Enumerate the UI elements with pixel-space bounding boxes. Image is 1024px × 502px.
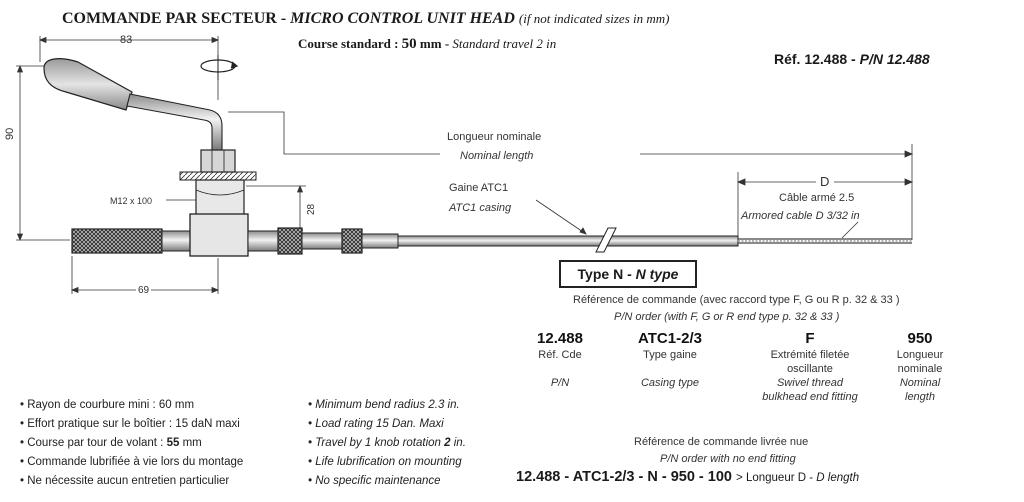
nominal-length-fr: Longueur nominale (447, 131, 542, 143)
order-column-casing: ATC1-2/3 Type gaine Casing type (620, 330, 720, 390)
spec-line: • Minimum bend radius 2.3 in. (308, 399, 460, 411)
rotation-arrow-icon (200, 55, 239, 80)
spec-line: • Course par tour de volant : 55 mm (20, 434, 243, 453)
course-english: Standard travel 2 in (452, 36, 557, 51)
column-fr: nominale (897, 363, 943, 375)
order-column-ref: 12.488 Réf. Cde P/N (520, 330, 600, 390)
casing-fr: Gaine ATC1 (449, 182, 509, 194)
ref-french: Réf. 12.488 - (774, 51, 856, 67)
column-code: F (805, 330, 815, 347)
spec-unit: in. (450, 437, 466, 449)
spec-unit: mm (179, 437, 202, 449)
title-english: MICRO CONTROL UNIT HEAD (290, 10, 515, 27)
dimension-90 (16, 64, 70, 242)
column-en: bulkhead end fitting (762, 391, 858, 403)
standard-travel: Course standard : 50 mm - Standard trave… (298, 36, 556, 53)
course-value: 50 (401, 36, 417, 52)
column-en: Casing type (640, 377, 700, 389)
cable-en: Armored cable D 3/32 in (741, 210, 860, 222)
dimension-d-label: D (820, 174, 830, 189)
nominal-length-en: Nominal length (460, 150, 534, 162)
spec-line: • Life lubrification on mounting (308, 456, 462, 468)
bare-note-en: D length (816, 472, 860, 484)
thread-size-label: M12 x 100 (110, 196, 153, 206)
page-title: COMMANDE PAR SECTEUR - MICRO CONTROL UNI… (62, 10, 669, 28)
column-en: length (905, 391, 935, 403)
spec-line: • No specific maintenance (308, 475, 441, 487)
column-code: ATC1-2/3 (638, 330, 702, 347)
bare-code: 12.488 - ATC1-2/3 - N - 950 - 100 (516, 469, 732, 485)
unit-body (71, 213, 399, 257)
spec-line: • Travel by 1 knob rotation 2 in. (308, 434, 466, 453)
column-en: Swivel thread (776, 377, 844, 389)
spec-line: • Effort pratique sur le boîtier : 15 da… (20, 418, 240, 430)
ref-english: P/N 12.488 (859, 51, 930, 67)
bare-order-en: P/N order with no end fitting (660, 453, 796, 465)
column-fr: oscillante (787, 363, 833, 375)
reference-number: Réf. 12.488 - P/N 12.488 (774, 51, 930, 67)
spec-line: • Rayon de courbure mini : 60 mm (20, 399, 195, 411)
title-note: (if not indicated sizes in mm) (518, 11, 670, 26)
nominal-length-leader (228, 111, 914, 240)
order-line-fr: Référence de commande (avec raccord type… (573, 294, 900, 306)
bare-note: > Longueur D - D length (736, 472, 859, 484)
column-fr: Type gaine (643, 349, 697, 361)
type-fr: Type N - (577, 266, 632, 282)
course-label: Course standard : (298, 36, 399, 51)
column-en: P/N (550, 377, 570, 389)
cable-leader (841, 221, 859, 239)
column-fr: Longueur (896, 349, 944, 361)
bare-order-code: 12.488 - ATC1-2/3 - N - 950 - 100 > Long… (516, 469, 859, 485)
dimension-90-label: 90 (4, 127, 16, 140)
cable-fr: Câble armé 2.5 (779, 192, 855, 204)
spec-line: • Ne nécessite aucun entretien particuli… (20, 475, 230, 487)
column-code: 12.488 (537, 330, 583, 347)
spec-bold-value: 55 (166, 437, 180, 449)
dimension-d (736, 172, 914, 236)
order-column-length: 950 Longueur nominale Nominal length (880, 330, 960, 404)
spec-line: • Commande lubrifiée à vie lors du monta… (20, 456, 244, 468)
course-unit: mm - (419, 36, 450, 51)
type-en: N type (635, 266, 679, 282)
specs-french: • Rayon de courbure mini : 60 mm • Effor… (20, 396, 243, 491)
title-french: COMMANDE PAR SECTEUR - (62, 10, 287, 27)
column-code: 950 (907, 330, 933, 347)
dimension-83-label: 83 (120, 34, 133, 46)
casing-leader (535, 199, 587, 235)
dimension-28-label: 28 (306, 203, 317, 215)
control-lever (43, 58, 223, 151)
casing-en: ATC1 casing (449, 202, 512, 214)
casing-tube (397, 227, 739, 253)
order-column-end: F Extrémité filetée oscillante Swivel th… (740, 330, 880, 404)
column-fr: Réf. Cde (538, 349, 582, 361)
column-fr: Extrémité filetée (770, 349, 850, 361)
column-en: Nominal (899, 377, 941, 389)
spec-line: • Load rating 15 Dan. Maxi (308, 418, 444, 430)
specs-english: • Minimum bend radius 2.3 in. • Load rat… (308, 396, 466, 491)
type-n-box: Type N - N type (559, 260, 697, 288)
bare-note-fr: > Longueur D - (736, 472, 814, 484)
spec-bold-value: 2 (444, 437, 451, 449)
order-line-en: P/N order (with F, G or R end type p. 32… (614, 311, 840, 323)
spec-text: • Course par tour de volant : (20, 437, 167, 449)
bare-order-fr: Référence de commande livrée nue (634, 436, 809, 448)
mounting-nut (179, 149, 257, 217)
armored-cable (738, 238, 912, 244)
spec-text: • Travel by 1 knob rotation (308, 437, 445, 449)
dimension-69-label: 69 (136, 285, 152, 296)
